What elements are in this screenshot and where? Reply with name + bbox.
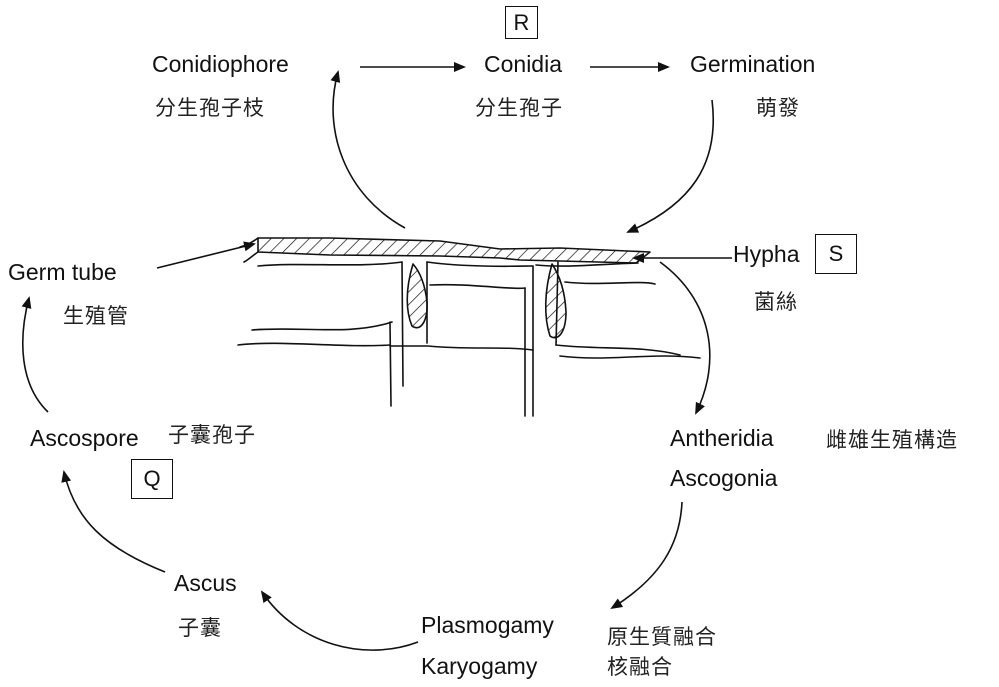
- conidiophore-label: Conidiophore: [152, 53, 289, 76]
- marker-q: Q: [131, 459, 173, 499]
- germination-zh-label: 萌發: [756, 98, 800, 119]
- ascospore-zh-label: 子囊孢子: [168, 425, 256, 446]
- karyogamy-zh-label: 核融合: [607, 657, 673, 678]
- ascospore-label: Ascospore: [30, 427, 139, 450]
- plasmogamy-zh-label: 原生質融合: [607, 627, 717, 648]
- arrow-antheridia-to-plasmogamy: [612, 502, 682, 608]
- antheridia-ascogonia-zh-label: 雌雄生殖構造: [826, 430, 958, 451]
- germ-tube-label: Germ tube: [8, 261, 117, 284]
- arrow-germ-tube-to-hypha: [157, 244, 254, 268]
- antheridia-label: Antheridia: [670, 427, 774, 450]
- plasmogamy-label: Plasmogamy: [421, 614, 554, 637]
- ascus-label: Ascus: [174, 572, 237, 595]
- arrow-ascospore-to-germ-tube: [23, 298, 48, 412]
- conidiophore-zh-label: 分生孢子枝: [155, 98, 265, 119]
- hypha-label: Hypha: [733, 243, 799, 266]
- hypha-zh-label: 菌絲: [754, 292, 798, 313]
- germination-label: Germination: [690, 53, 815, 76]
- conidia-label: Conidia: [484, 53, 562, 76]
- ascogonia-label: Ascogonia: [670, 467, 777, 490]
- arrow-hypha-to-antheridia: [660, 262, 710, 413]
- karyogamy-label: Karyogamy: [421, 655, 537, 678]
- conidia-zh-label: 分生孢子: [475, 98, 563, 119]
- marker-r: R: [505, 6, 538, 39]
- marker-s: S: [815, 234, 857, 274]
- arrow-hypha-to-conidiophore: [333, 72, 405, 228]
- ascus-zh-label: 子囊: [178, 618, 222, 639]
- arrow-germination-to-hypha: [628, 100, 713, 232]
- germ-tube-zh-label: 生殖管: [63, 306, 129, 327]
- arrow-plasmogamy-to-ascus: [262, 592, 418, 650]
- hypha-drawing: [238, 238, 700, 416]
